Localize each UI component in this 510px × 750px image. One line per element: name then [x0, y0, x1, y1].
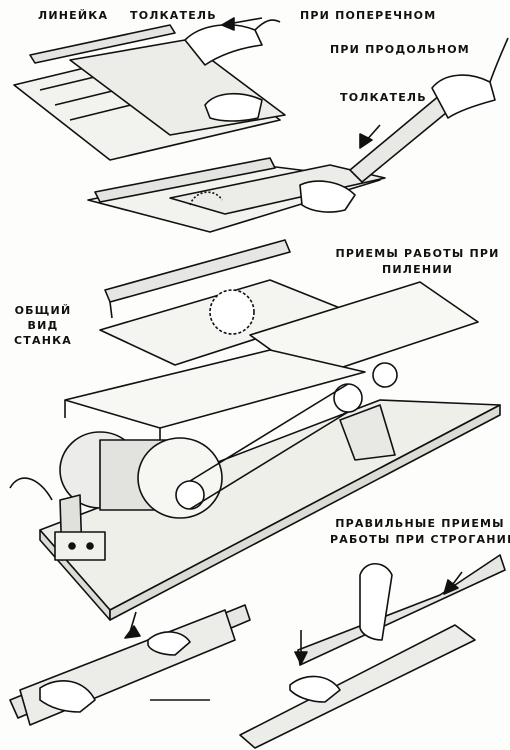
label-general-view-1: ОБЩИЙ	[14, 304, 72, 317]
machine-general-view	[9, 239, 501, 621]
label-general-view-3: СТАНКА	[14, 334, 72, 347]
cross-cut-scene	[13, 17, 286, 161]
label-rip-cut: ПРИ ПРОДОЛЬНОМ	[330, 43, 470, 56]
label-planing-title-1: ПРАВИЛЬНЫЕ ПРИЕМЫ	[335, 517, 505, 530]
label-general-view-2: ВИД	[27, 319, 59, 332]
rip-cut-scene	[87, 37, 509, 233]
label-sawing-title-2: ПИЛЕНИИ	[381, 263, 454, 276]
label-pusher-top: ТОЛКАТЕЛЬ	[130, 9, 217, 22]
planing-left-scene	[9, 604, 251, 726]
label-cross-cut: ПРИ ПОПЕРЕЧНОМ	[300, 9, 437, 22]
label-sawing-title-1: ПРИЕМЫ РАБОТЫ ПРИ	[335, 247, 500, 260]
planing-right-scene	[239, 554, 506, 749]
label-planing-title-2: РАБОТЫ ПРИ СТРОГАНИИ	[330, 533, 510, 546]
label-pusher-mid: ТОЛКАТЕЛЬ	[340, 91, 427, 104]
label-ruler: ЛИНЕЙКА	[38, 9, 109, 22]
